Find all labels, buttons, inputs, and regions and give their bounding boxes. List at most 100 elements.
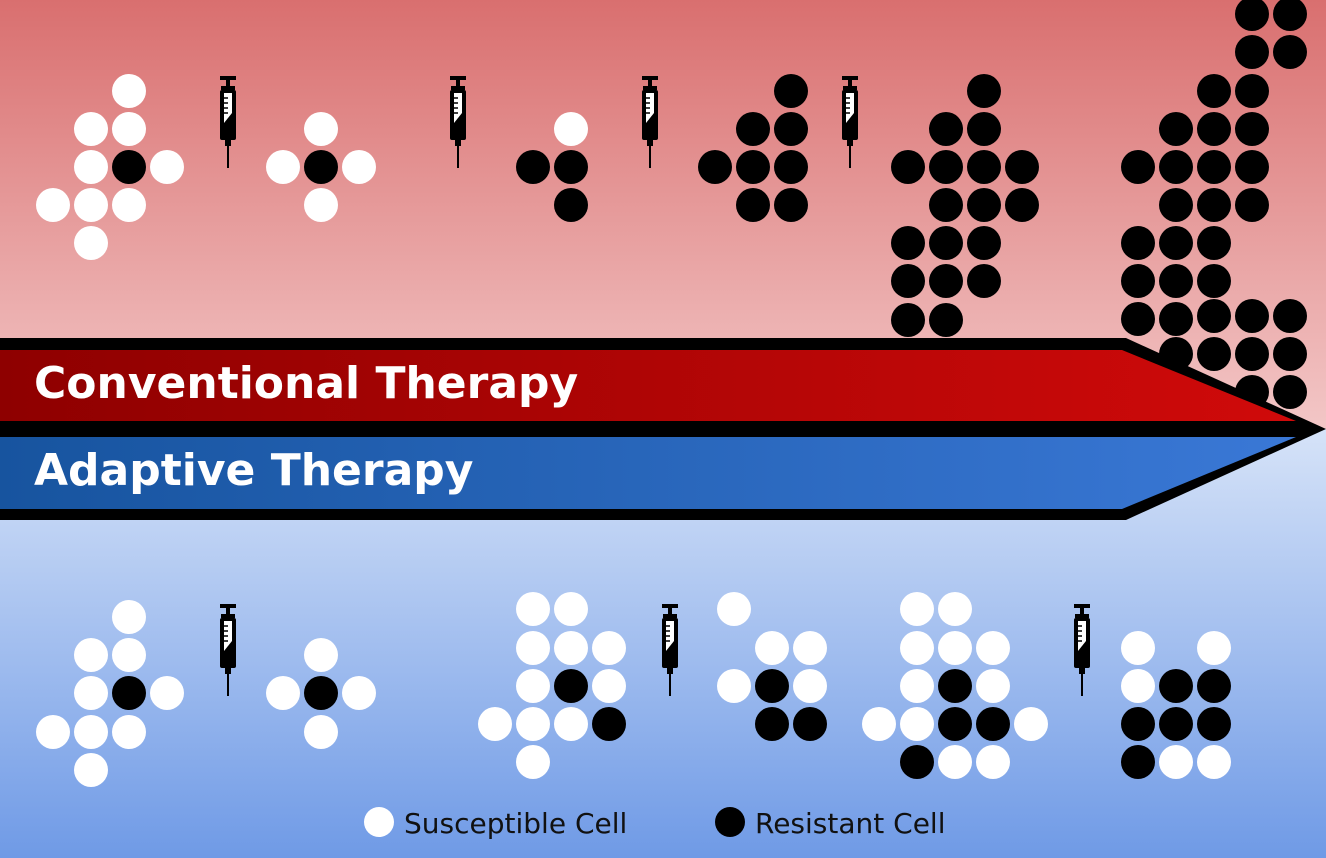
resistant-cell (774, 74, 808, 108)
resistant-cell (1235, 112, 1269, 146)
resistant-cell (736, 150, 770, 184)
susceptible-cell (36, 715, 70, 749)
resistant-cell (755, 669, 789, 703)
susceptible-cell (342, 150, 376, 184)
therapy-arrow: Conventional Therapy Adaptive Therapy (0, 338, 1326, 520)
susceptible-cell (976, 745, 1010, 779)
resistant-cell (938, 669, 972, 703)
resistant-cell (1121, 264, 1155, 298)
resistant-cell (304, 676, 338, 710)
resistant-cell (891, 303, 925, 337)
susceptible-cell (74, 715, 108, 749)
resistant-cell (891, 264, 925, 298)
resistant-cell (1121, 150, 1155, 184)
adaptive-tumor-6 (1121, 631, 1231, 779)
conventional-therapy-label: Conventional Therapy (34, 358, 578, 409)
resistant-cell (938, 707, 972, 741)
adaptive-tumor-1 (36, 600, 184, 787)
legend: Susceptible Cell Resistant Cell (364, 807, 945, 840)
resistant-cell (698, 150, 732, 184)
resistant-cell (1235, 150, 1269, 184)
susceptible-cell (592, 631, 626, 665)
conventional-tumor-3 (516, 112, 588, 222)
resistant-cell (1159, 112, 1193, 146)
resistant-cell (929, 303, 963, 337)
susceptible-cell (862, 707, 896, 741)
susceptible-cell (74, 676, 108, 710)
resistant-cell (736, 188, 770, 222)
resistant-cell (967, 74, 1001, 108)
resistant-cell (929, 188, 963, 222)
conventional-tumor-4 (698, 74, 808, 222)
syringe-icon (842, 76, 858, 168)
adaptive-tumor-3 (478, 592, 626, 779)
resistant-cell (1235, 299, 1269, 333)
resistant-cell (929, 264, 963, 298)
resistant-cell (1121, 745, 1155, 779)
resistant-cell (967, 112, 1001, 146)
susceptible-cell (112, 112, 146, 146)
conventional-tumor-6 (1121, 0, 1307, 409)
resistant-cell (967, 150, 1001, 184)
susceptible-cell (112, 715, 146, 749)
resistant-cell (1273, 35, 1307, 69)
resistant-cell (1159, 226, 1193, 260)
resistant-cell (1121, 226, 1155, 260)
susceptible-cell (74, 188, 108, 222)
resistant-cell (929, 112, 963, 146)
syringe-icon (642, 76, 658, 168)
resistant-cell (592, 707, 626, 741)
resistant-cell (1235, 188, 1269, 222)
susceptible-cell (1121, 669, 1155, 703)
conventional-tumor-2 (266, 112, 376, 222)
resistant-cell (1235, 35, 1269, 69)
susceptible-cell (976, 631, 1010, 665)
susceptible-cell (900, 592, 934, 626)
resistant-cell (1235, 0, 1269, 31)
susceptible-cell (74, 112, 108, 146)
resistant-cell (774, 150, 808, 184)
resistant-cell (1235, 74, 1269, 108)
adaptive-tumor-5 (862, 592, 1048, 779)
resistant-cell (1159, 707, 1193, 741)
susceptible-cell (516, 669, 550, 703)
susceptible-cell (1197, 745, 1231, 779)
susceptible-cell (150, 676, 184, 710)
resistant-cell (554, 150, 588, 184)
resistant-cell (755, 707, 789, 741)
susceptible-cell (304, 188, 338, 222)
syringe-icon (450, 76, 466, 168)
resistant-cell (774, 188, 808, 222)
legend-resistant-label: Resistant Cell (755, 807, 945, 840)
susceptible-cell (74, 753, 108, 787)
conventional-tumor-1 (36, 74, 184, 260)
susceptible-cell (900, 669, 934, 703)
susceptible-cell (755, 631, 789, 665)
susceptible-cell (112, 600, 146, 634)
resistant-cell (112, 150, 146, 184)
adaptive-tumor-4 (717, 592, 827, 741)
adaptive-tumor-timeline (36, 592, 1231, 787)
susceptible-cell (554, 631, 588, 665)
resistant-cell (1197, 112, 1231, 146)
resistant-cell (1197, 150, 1231, 184)
resistant-cell (1159, 302, 1193, 336)
conventional-tumor-5 (891, 74, 1039, 337)
resistant-cell (112, 676, 146, 710)
susceptible-cell (938, 592, 972, 626)
resistant-cell (516, 150, 550, 184)
resistant-cell (554, 669, 588, 703)
resistant-cell (967, 188, 1001, 222)
susceptible-cell (516, 707, 550, 741)
resistant-cell (1159, 669, 1193, 703)
resistant-cell (1121, 302, 1155, 336)
resistant-cell (1159, 264, 1193, 298)
resistant-cell (1005, 188, 1039, 222)
resistant-cell (967, 226, 1001, 260)
resistant-cell (1235, 337, 1269, 371)
resistant-cell (1273, 0, 1307, 31)
resistant-cell (900, 745, 934, 779)
resistant-cell (1197, 264, 1231, 298)
susceptible-cell (150, 150, 184, 184)
